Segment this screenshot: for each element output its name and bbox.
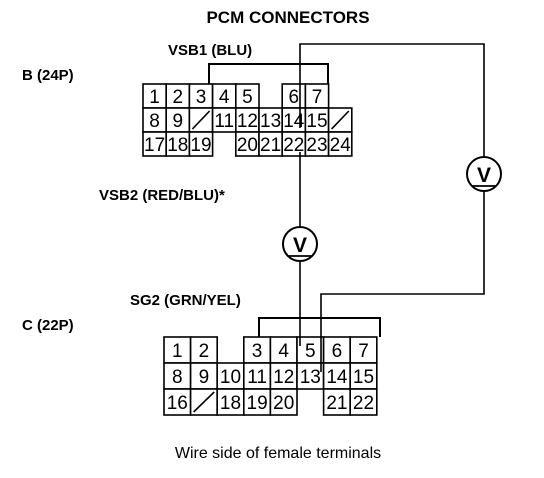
connector-b-blank-cavity (191, 110, 211, 130)
connector-c-pin-16: 16 (167, 393, 188, 414)
connector-c-pin-13: 13 (300, 367, 321, 388)
vsb1-wire-label: VSB1 (BLU) (168, 42, 252, 59)
connector-c-label: C (22P) (22, 317, 74, 334)
connector-b-cell (327, 131, 353, 157)
connector-c-cell (163, 336, 192, 364)
connector-c-pin-18: 18 (220, 393, 241, 414)
connector-b-pin-18: 18 (167, 135, 188, 156)
connector-c-pin-10: 10 (220, 367, 241, 388)
connector-b-pin-6: 6 (289, 87, 300, 108)
connector-b-pin-5: 5 (242, 87, 253, 108)
connector-c-pin-19: 19 (247, 393, 268, 414)
connector-b-pin-7: 7 (312, 87, 323, 108)
voltmeter-symbol: V (293, 234, 307, 257)
connector-c-pin-11: 11 (247, 367, 267, 388)
connector-b-pin-11: 11 (214, 111, 234, 132)
connector-c-pin-2: 2 (199, 341, 210, 362)
connector-b-pin-24: 24 (330, 135, 352, 156)
connector-c-cell (269, 388, 298, 416)
connector-b-pin-22: 22 (283, 135, 304, 156)
connector-c-pin-8: 8 (172, 367, 183, 388)
connector-b-pin-19: 19 (190, 135, 211, 156)
connector-b-pin-9: 9 (173, 111, 184, 132)
connector-c-pin-15: 15 (353, 367, 374, 388)
connector-c-pin-12: 12 (273, 367, 294, 388)
sg2-wire-label: SG2 (GRN/YEL) (130, 292, 241, 309)
connector-c-pin-22: 22 (353, 393, 374, 414)
connector-b-pin-2: 2 (173, 87, 184, 108)
connector-b-pin-17: 17 (144, 135, 165, 156)
connector-b-label: B (24P) (22, 67, 74, 84)
connector-c-cell (349, 388, 378, 416)
connector-c-cell (243, 336, 272, 364)
connector-c-pin-21: 21 (326, 393, 347, 414)
connector-b-pin-15: 15 (306, 111, 327, 132)
voltmeter-icon: V (282, 226, 318, 262)
connector-c-cell (189, 336, 219, 364)
connector-b-pin-4: 4 (219, 87, 230, 108)
voltmeter-symbol: V (477, 164, 491, 187)
connector-b-pin-1: 1 (149, 87, 160, 108)
connector-c-lock-tab (258, 317, 381, 337)
connector-b-blank-cavity (331, 110, 350, 130)
sg2-probe-wire-right (320, 190, 485, 372)
connector-b-pin-3: 3 (196, 87, 207, 108)
connector-b-pin-12: 12 (237, 111, 258, 132)
connector-b-pin-8: 8 (149, 111, 160, 132)
connector-b-pin-21: 21 (260, 135, 281, 156)
connector-c-cell (216, 388, 245, 416)
diagram-caption: Wire side of female terminals (175, 445, 381, 462)
connector-b-cell (188, 131, 214, 157)
voltmeter-icon: V (466, 156, 502, 192)
connector-c-cell (243, 362, 272, 390)
connector-c-blank-cavity (193, 391, 215, 413)
connector-b-pin-23: 23 (306, 135, 327, 156)
connector-c-pin-4: 4 (278, 341, 289, 362)
connector-b-lock-tab (208, 63, 329, 84)
diagram-title: PCM CONNECTORS (206, 8, 369, 27)
connector-c-pin-5: 5 (305, 341, 316, 362)
connector-c-pin-3: 3 (252, 341, 263, 362)
connector-c-pin-9: 9 (199, 367, 210, 388)
connector-b-pin-14: 14 (283, 111, 305, 132)
connector-b-pin-13: 13 (260, 111, 281, 132)
connector-c-pin-6: 6 (332, 341, 343, 362)
vsb2-wire-label: VSB2 (RED/BLU)* (99, 187, 225, 204)
connector-c-pin-7: 7 (358, 341, 369, 362)
vsb1-probe-wire (299, 43, 485, 158)
connector-b-pin-20: 20 (237, 135, 258, 156)
connector-c-cell (349, 362, 378, 390)
connector-c-pin-1: 1 (172, 341, 183, 362)
connector-c-pin-14: 14 (326, 367, 348, 388)
connector-c-pin-20: 20 (273, 393, 294, 414)
